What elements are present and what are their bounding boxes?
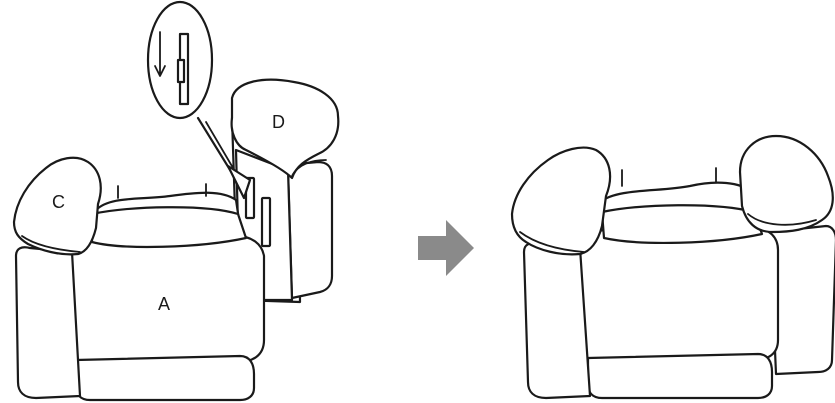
- assembled-view: [512, 136, 835, 398]
- part-d-label: D: [272, 112, 285, 132]
- exploded-view: D A: [14, 2, 338, 400]
- assembled-seat-body: [580, 205, 778, 398]
- assembled-right-armrest: [740, 136, 833, 232]
- part-a-label: A: [158, 294, 170, 314]
- part-c-label: C: [52, 192, 65, 212]
- assembled-right-panel: [770, 226, 835, 374]
- right-arrow-icon: [418, 220, 474, 276]
